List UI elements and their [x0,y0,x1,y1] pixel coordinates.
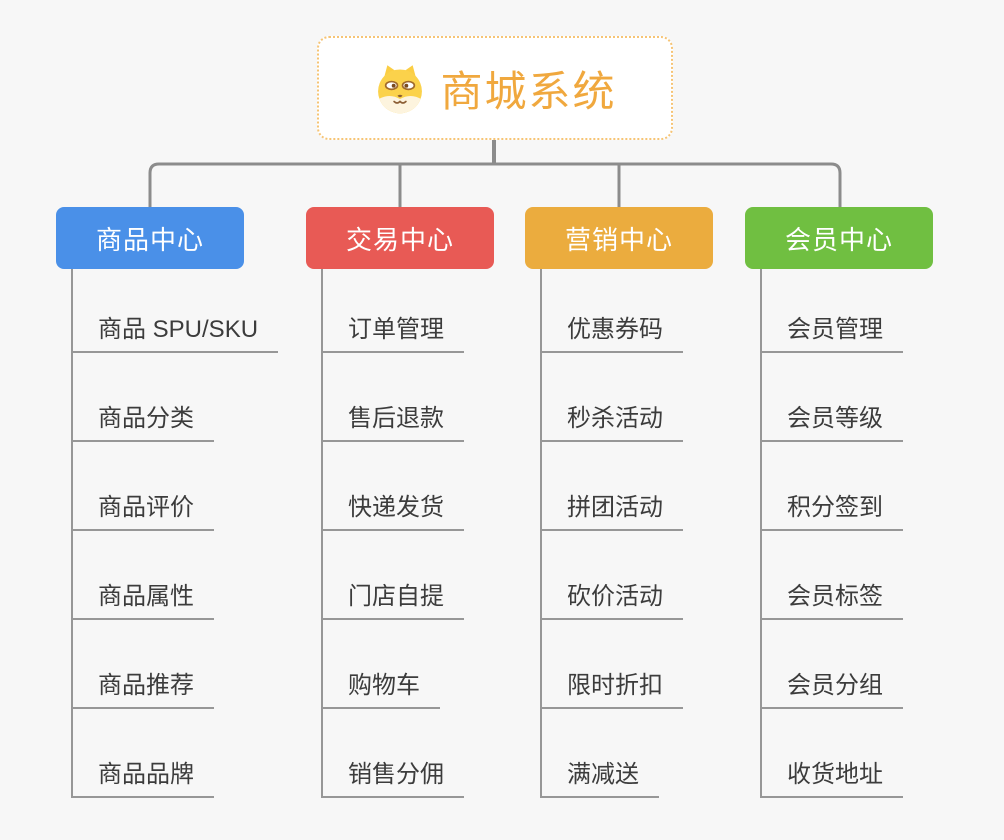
branch-children-trade: 订单管理 售后退款 快递发货 门店自提 购物车 销售分佣 [321,264,464,798]
sub-item[interactable]: 商品评价 [71,442,214,531]
sub-item[interactable]: 会员分组 [760,620,903,709]
sub-item[interactable]: 门店自提 [321,531,464,620]
sub-item[interactable]: 拼团活动 [540,442,683,531]
sub-item[interactable]: 砍价活动 [540,531,683,620]
sub-item[interactable]: 满减送 [540,709,659,798]
sub-item[interactable]: 会员管理 [760,264,903,353]
sub-item[interactable]: 收货地址 [760,709,903,798]
sub-item[interactable]: 快递发货 [321,442,464,531]
shiba-dog-icon [378,65,423,114]
branch-node-products[interactable]: 商品中心 [56,207,244,269]
branch-node-members[interactable]: 会员中心 [745,207,933,269]
sub-item[interactable]: 购物车 [321,620,440,709]
branch-children-marketing: 优惠券码 秒杀活动 拼团活动 砍价活动 限时折扣 满减送 [540,264,683,798]
branch-children-members: 会员管理 会员等级 积分签到 会员标签 会员分组 收货地址 [760,264,903,798]
sub-item[interactable]: 商品分类 [71,353,214,442]
sub-item[interactable]: 会员等级 [760,353,903,442]
sub-item[interactable]: 售后退款 [321,353,464,442]
sub-item[interactable]: 订单管理 [321,264,464,353]
sub-item[interactable]: 限时折扣 [540,620,683,709]
sub-item[interactable]: 商品 SPU/SKU [71,264,279,353]
root-title: 商城系统 [440,67,617,115]
sub-item[interactable]: 商品属性 [71,531,214,620]
branch-label: 会员中心 [784,224,893,255]
branch-label: 营销中心 [564,224,673,255]
sub-item[interactable]: 秒杀活动 [540,353,683,442]
branch-children-products: 商品 SPU/SKU 商品分类 商品评价 商品属性 商品推荐 商品品牌 [71,264,279,798]
sub-item[interactable]: 优惠券码 [540,264,683,353]
sub-item[interactable]: 商品推荐 [71,620,214,709]
sub-item[interactable]: 商品品牌 [71,709,214,798]
branch-node-marketing[interactable]: 营销中心 [525,207,713,269]
sub-item[interactable]: 会员标签 [760,531,903,620]
branch-node-trade[interactable]: 交易中心 [306,207,494,269]
branch-label: 商品中心 [95,224,204,255]
sub-item[interactable]: 销售分佣 [321,709,464,798]
root-node[interactable]: 商城系统 [317,36,673,140]
sub-item[interactable]: 积分签到 [760,442,903,531]
branch-label: 交易中心 [345,224,454,255]
